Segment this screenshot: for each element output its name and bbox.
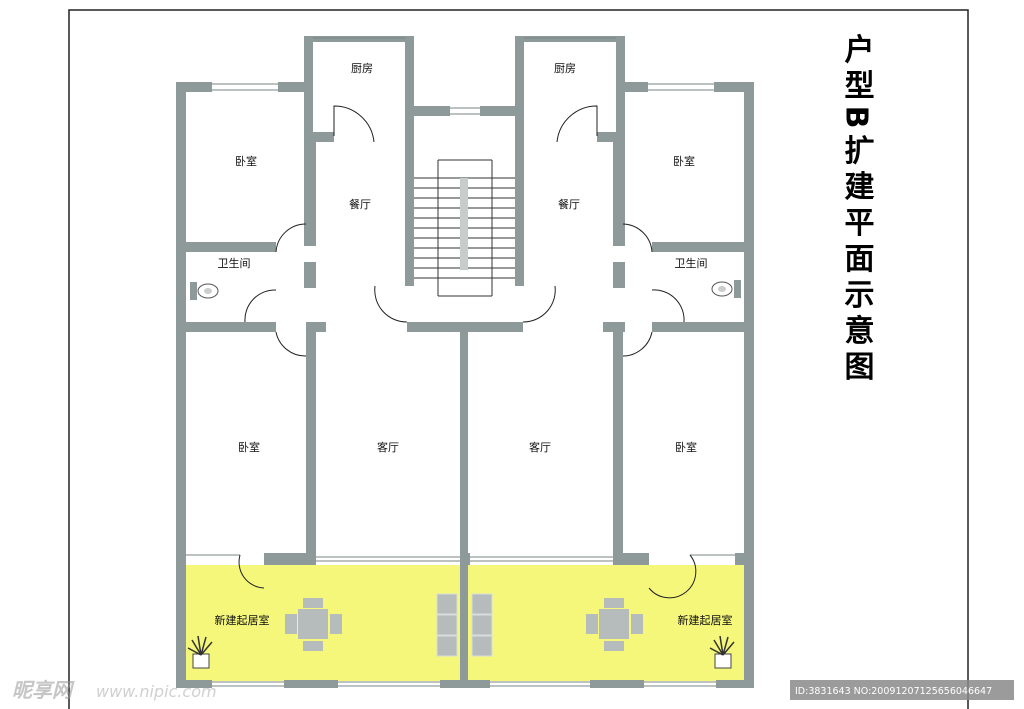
room-label-living-right: 客厅 [529,440,551,454]
room-label-living-left: 客厅 [377,440,399,454]
page-frame [68,9,969,709]
walls [176,36,754,688]
watermark-id-text: ID:3831643 NO:20091207125656046647 [795,686,992,697]
windows [186,37,735,687]
room-label-dining-left: 餐厅 [349,197,371,211]
room-label-dining-right: 餐厅 [558,197,580,211]
table-set-icon [586,598,643,651]
room-label-new-room-right: 新建起居室 [678,613,733,627]
room-label-bath-right: 卫生间 [675,256,708,270]
watermark-logo-text: 昵享网 [12,678,75,702]
watermark-id: ID:3831643 NO:20091207125656046647 [790,680,1014,700]
sofa-icon [436,593,493,657]
room-labels: 厨房 厨房 卧室 卧室 餐厅 餐厅 卫生间 卫生间 卧室 客厅 客厅 卧室 新建… [215,62,733,627]
room-label-bedroom-mid-right: 卧室 [675,440,697,454]
toilet-icon [711,280,741,298]
watermark-url: www.nipic.com [96,682,217,701]
plant-icon [709,635,735,669]
room-label-bedroom-top-right: 卧室 [673,154,695,168]
diagram-title: 户型B扩建平面示意图 [839,34,875,387]
watermark-logo: 昵享网 www.nipic.com [12,678,217,702]
room-label-kitchen-right: 厨房 [554,62,576,75]
table-set-icon [285,598,342,651]
toilet-icon [190,282,219,300]
door-swings [238,105,697,599]
room-label-bedroom-mid-left: 卧室 [238,440,260,454]
room-label-new-room-left: 新建起居室 [215,613,270,627]
room-label-bedroom-top-left: 卧室 [235,154,257,168]
staircase [414,159,515,297]
plant-icon [187,635,213,669]
room-label-bath-left: 卫生间 [218,256,251,270]
room-label-kitchen-left: 厨房 [351,62,373,75]
